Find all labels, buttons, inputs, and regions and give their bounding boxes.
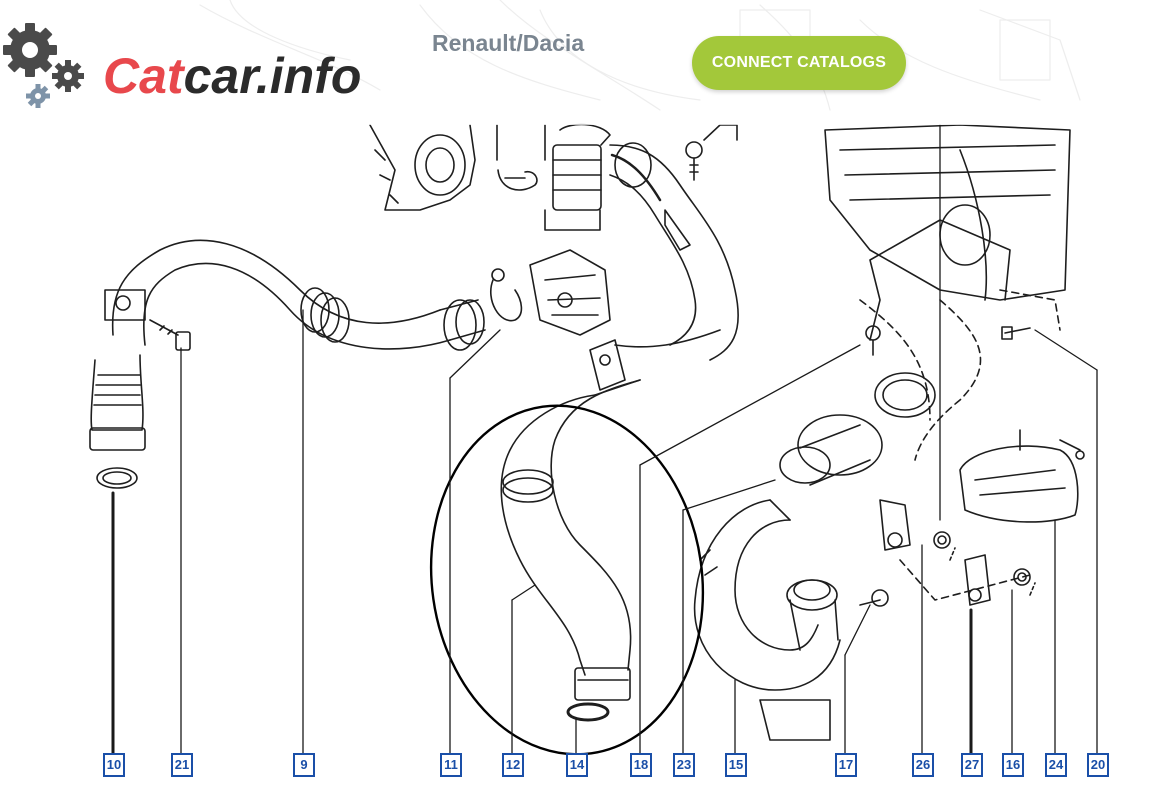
callout-label[interactable]: 26 xyxy=(912,753,934,777)
logo-wordmark: Catcar.info xyxy=(103,46,361,106)
callout-label[interactable]: 14 xyxy=(566,753,588,777)
callout-label[interactable]: 17 xyxy=(835,753,857,777)
callout-label[interactable]: 20 xyxy=(1087,753,1109,777)
callout-label[interactable]: 27 xyxy=(961,753,983,777)
catcar-logo[interactable]: Catcar.info xyxy=(0,18,380,108)
gears-icon xyxy=(3,23,84,108)
connect-catalogs-button[interactable]: CONNECT CATALOGS xyxy=(692,36,906,90)
header-bar xyxy=(0,0,1176,125)
callout-label[interactable]: 18 xyxy=(630,753,652,777)
callout-label[interactable]: 10 xyxy=(103,753,125,777)
logo-rest: car.info xyxy=(183,48,362,104)
brand-label[interactable]: Renault/Dacia xyxy=(432,30,585,56)
callout-label[interactable]: 21 xyxy=(171,753,193,777)
callout-label[interactable]: 9 xyxy=(293,753,315,777)
callout-label[interactable]: 16 xyxy=(1002,753,1024,777)
callout-label[interactable]: 15 xyxy=(725,753,747,777)
callout-label[interactable]: 12 xyxy=(502,753,524,777)
callout-label[interactable]: 23 xyxy=(673,753,695,777)
logo-cat: Cat xyxy=(103,48,184,104)
callout-label[interactable]: 24 xyxy=(1045,753,1067,777)
callout-label[interactable]: 11 xyxy=(440,753,462,777)
